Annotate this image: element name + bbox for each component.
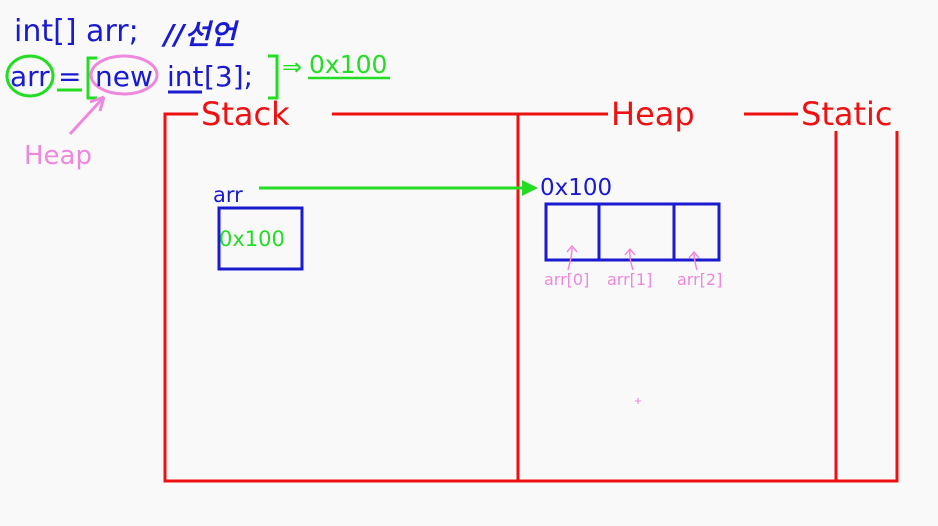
expression-bracket-right [268, 54, 279, 100]
code-line-declaration: int[] arr; [14, 14, 139, 49]
static-label: Static [801, 95, 893, 133]
new-annotation-arrowhead-icon [89, 95, 106, 112]
new-annotation-label: Heap [24, 141, 92, 171]
var-highlight-circle [5, 54, 55, 98]
cell-1-pointer-icon [624, 247, 636, 271]
stack-var-value: 0x100 [219, 227, 285, 251]
expression-bracket-left [86, 56, 97, 100]
heap-cell-label-1: arr[1] [607, 270, 652, 289]
result-address: 0x100 [309, 50, 387, 79]
reference-arrowhead-icon [522, 180, 538, 196]
heap-region [518, 112, 838, 483]
heap-label: Heap [611, 95, 695, 133]
new-highlight-circle [89, 54, 159, 96]
code-new: new [95, 60, 153, 93]
stack-var-name: arr [213, 183, 243, 207]
heap-address: 0x100 [540, 175, 612, 201]
stack-label: Stack [201, 95, 290, 133]
code-size-suffix: [3]; [204, 60, 253, 93]
new-annotation-arrow [68, 95, 106, 136]
cursor-mark-icon [635, 398, 641, 404]
heap-cell-label-2: arr[2] [677, 270, 722, 289]
cell-0-pointer-icon [566, 244, 578, 271]
heap-cell-1 [597, 202, 676, 262]
code-var-arr: arr [10, 60, 50, 93]
code-equals: = [58, 60, 81, 93]
static-region [836, 131, 899, 483]
code-comment: //선언 [161, 18, 239, 51]
code-int: int [167, 60, 204, 93]
heap-cell-label-0: arr[0] [544, 270, 589, 289]
result-arrow-icon: ⇒ [282, 53, 302, 81]
stack-var-box [217, 206, 304, 271]
cell-2-pointer-icon [688, 250, 700, 271]
stack-region [163, 112, 520, 483]
heap-cell-2 [672, 202, 721, 262]
